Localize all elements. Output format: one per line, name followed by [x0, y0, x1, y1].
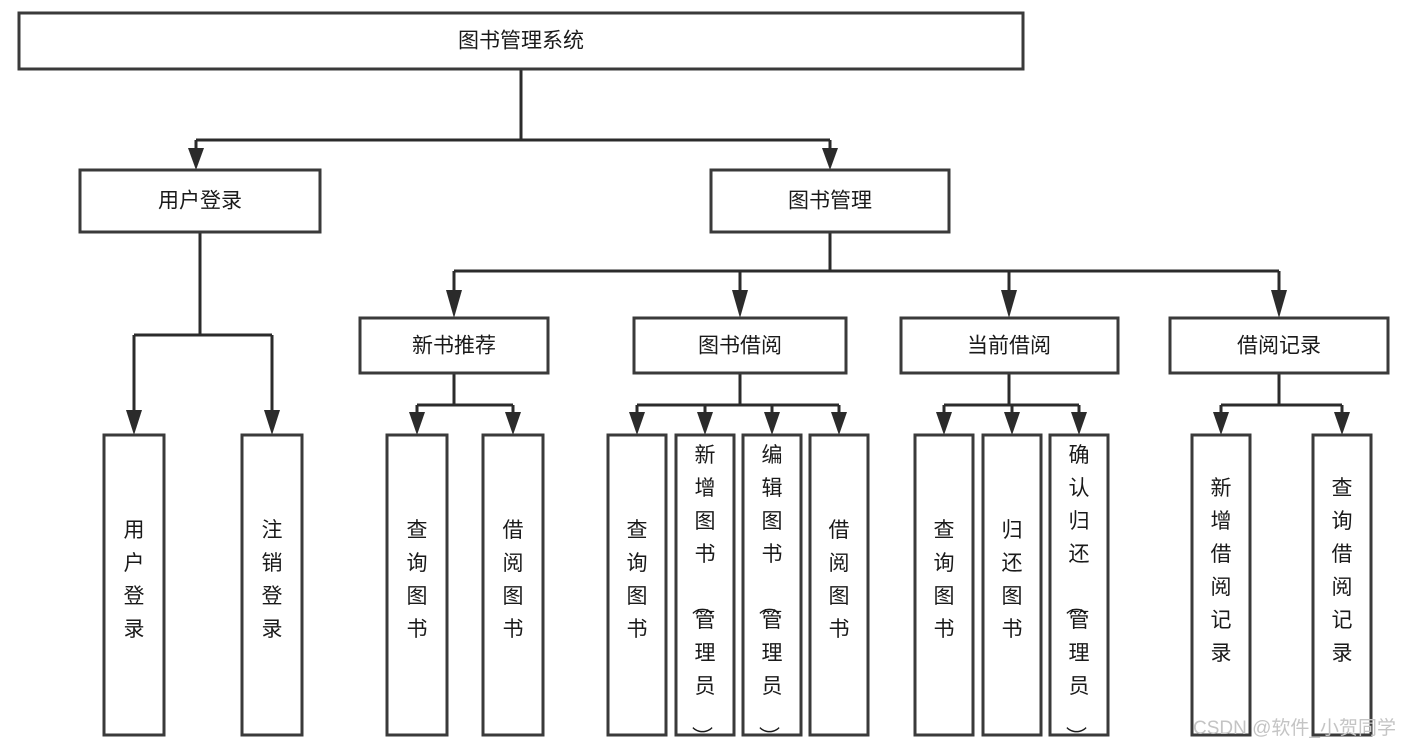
node-new-book-rec-label: 新书推荐 — [412, 335, 496, 358]
arrow-head-current-borrow — [1001, 290, 1017, 318]
node-leaf-add-record-label: 新增借阅记录 — [1211, 477, 1232, 665]
node-leaf-query-book-2[interactable]: 查询图书 — [606, 433, 668, 737]
node-root-box[interactable] — [17, 11, 1025, 71]
arrow-head-leaf-return-book — [1004, 412, 1020, 435]
node-book-manage-label: 图书管理 — [788, 190, 872, 213]
arrow-head-leaf-borrow-book-1 — [505, 412, 521, 435]
arrow-head-book-borrow — [732, 290, 748, 318]
node-leaf-borrow-book-2[interactable]: 借阅图书 — [808, 433, 870, 737]
arrow-head-leaf-user-login — [126, 410, 142, 435]
connector-group-book-borrow — [629, 373, 847, 435]
node-borrow-record-box[interactable] — [1168, 316, 1390, 375]
arrow-head-leaf-query-book-2 — [629, 412, 645, 435]
node-leaf-borrow-book-2-box[interactable] — [808, 433, 870, 737]
arrow-head-leaf-query-record — [1334, 412, 1350, 435]
node-leaf-query-book-2-label: 查询图书 — [627, 519, 648, 641]
node-leaf-user-logout-label: 注销登录 — [262, 519, 283, 641]
node-leaf-add-book[interactable]: 新增图书（管理员） — [674, 433, 736, 747]
node-leaf-add-book-label: 新增图书（管理员） — [690, 444, 716, 747]
node-leaf-edit-book[interactable]: 编辑图书（管理员） — [741, 433, 803, 747]
arrow-head-leaf-confirm-return — [1071, 412, 1087, 435]
node-current-borrow-box[interactable] — [899, 316, 1120, 375]
node-leaf-user-login-label: 用户登录 — [124, 519, 145, 641]
arrow-head-leaf-query-book-1 — [409, 412, 425, 435]
node-leaf-query-record-label: 查询借阅记录 — [1332, 477, 1353, 665]
node-leaf-query-book-3-box[interactable] — [913, 433, 975, 737]
connector-group-root — [188, 69, 838, 170]
arrow-head-leaf-query-book-3 — [936, 412, 952, 435]
node-leaf-borrow-book-1-box[interactable] — [481, 433, 545, 737]
node-user-login[interactable]: 用户登录 — [78, 168, 322, 234]
node-leaf-user-logout-box[interactable] — [240, 433, 304, 737]
node-leaf-return-book[interactable]: 归还图书 — [981, 433, 1043, 737]
node-leaf-add-record[interactable]: 新增借阅记录 — [1190, 433, 1252, 737]
node-leaf-query-record[interactable]: 查询借阅记录 — [1311, 433, 1373, 737]
csdn-watermark: CSDN @软件_小贺同学 — [1193, 717, 1396, 739]
arrow-head-leaf-add-record — [1213, 412, 1229, 435]
node-leaf-query-book-1-box[interactable] — [385, 433, 449, 737]
node-leaf-return-book-label: 归还图书 — [1002, 519, 1023, 641]
connector-group-user-login — [126, 232, 280, 435]
node-root-label: 图书管理系统 — [458, 30, 584, 53]
node-leaf-borrow-book-2-label: 借阅图书 — [829, 519, 850, 641]
node-user-login-label: 用户登录 — [158, 190, 242, 213]
arrow-head-leaf-user-logout — [264, 410, 280, 435]
node-new-book-rec-box[interactable] — [358, 316, 550, 375]
node-leaf-confirm-return-box[interactable] — [1048, 433, 1110, 737]
node-user-login-box[interactable] — [78, 168, 322, 234]
connector-group-new-book-rec — [409, 373, 521, 435]
node-leaf-return-book-box[interactable] — [981, 433, 1043, 737]
arrow-head-leaf-add-book — [697, 412, 713, 435]
node-leaf-user-login[interactable]: 用户登录 — [102, 433, 166, 737]
node-leaf-query-book-3-label: 查询图书 — [934, 519, 955, 641]
node-book-borrow-box[interactable] — [632, 316, 848, 375]
node-book-manage-box[interactable] — [709, 168, 951, 234]
node-book-borrow[interactable]: 图书借阅 — [632, 316, 848, 375]
node-leaf-query-book-2-box[interactable] — [606, 433, 668, 737]
node-leaf-add-record-box[interactable] — [1190, 433, 1252, 737]
node-leaf-user-login-box[interactable] — [102, 433, 166, 737]
node-leaf-user-logout[interactable]: 注销登录 — [240, 433, 304, 737]
connector-group-book-manage — [446, 232, 1287, 318]
node-leaf-confirm-return-label: 确认归还（管理员） — [1064, 444, 1090, 747]
node-leaf-add-book-box[interactable] — [674, 433, 736, 737]
connector-group-borrow-record — [1213, 373, 1350, 435]
node-current-borrow-label: 当前借阅 — [967, 335, 1051, 358]
node-leaf-confirm-return[interactable]: 确认归还（管理员） — [1048, 433, 1110, 747]
arrow-head-new-book-rec — [446, 290, 462, 318]
arrow-head-borrow-record — [1271, 290, 1287, 318]
node-leaf-query-record-box[interactable] — [1311, 433, 1373, 737]
node-leaf-query-book-1-label: 查询图书 — [407, 519, 428, 641]
node-leaf-query-book-1[interactable]: 查询图书 — [385, 433, 449, 737]
arrow-head-user-login — [188, 148, 204, 170]
arrow-head-leaf-edit-book — [764, 412, 780, 435]
node-borrow-record[interactable]: 借阅记录 — [1168, 316, 1390, 375]
node-book-borrow-label: 图书借阅 — [698, 335, 782, 358]
node-leaf-edit-book-box[interactable] — [741, 433, 803, 737]
connector-group-current-borrow — [936, 373, 1087, 435]
node-current-borrow[interactable]: 当前借阅 — [899, 316, 1120, 375]
node-book-manage[interactable]: 图书管理 — [709, 168, 951, 234]
node-borrow-record-label: 借阅记录 — [1237, 335, 1321, 358]
node-leaf-borrow-book-1[interactable]: 借阅图书 — [481, 433, 545, 737]
node-new-book-rec[interactable]: 新书推荐 — [358, 316, 550, 375]
arrow-head-leaf-borrow-book-2 — [831, 412, 847, 435]
node-leaf-borrow-book-1-label: 借阅图书 — [503, 519, 524, 641]
node-leaf-edit-book-label: 编辑图书（管理员） — [757, 444, 783, 747]
arrow-head-book-manage — [822, 148, 838, 170]
node-leaf-query-book-3[interactable]: 查询图书 — [913, 433, 975, 737]
node-root[interactable]: 图书管理系统 — [17, 11, 1025, 71]
